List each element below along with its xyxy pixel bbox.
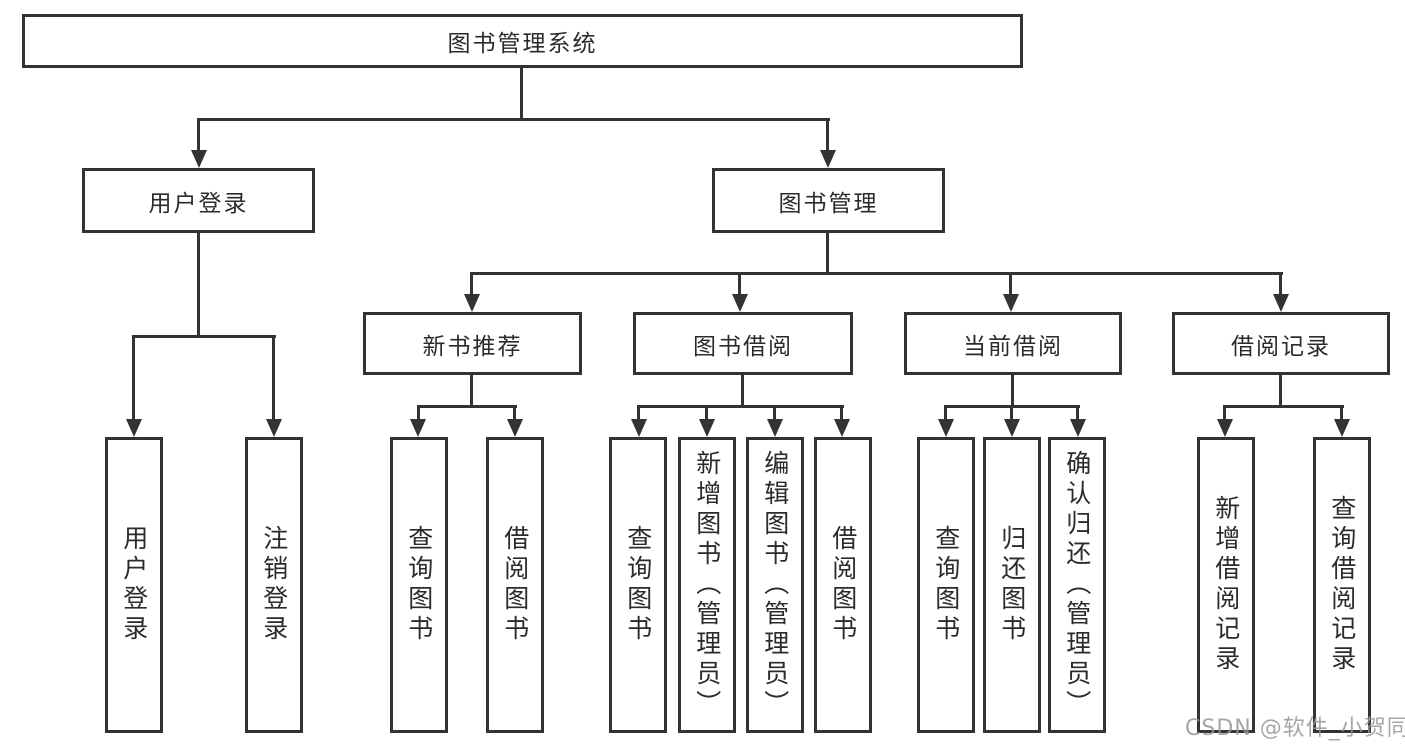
leaf-edit-book-admin: 编辑图书（管理员） <box>746 437 804 733</box>
connector-hline <box>637 405 844 408</box>
connector-hline <box>197 118 830 121</box>
connector-vline <box>738 272 741 294</box>
connector-vline <box>132 335 135 419</box>
node-label: 借阅图书 <box>500 525 530 645</box>
connector-vline <box>1279 375 1282 405</box>
arrow-down-icon <box>732 294 748 312</box>
node-borrow-record: 借阅记录 <box>1172 312 1390 375</box>
connector-vline <box>272 335 275 419</box>
connector-vline <box>1076 405 1079 419</box>
leaf-query-book-3: 查询图书 <box>917 437 975 733</box>
arrow-down-icon <box>507 419 523 437</box>
node-label: 查询图书 <box>931 525 961 645</box>
node-label: 借阅图书 <box>828 525 858 645</box>
arrow-down-icon <box>820 150 836 168</box>
connector-hline <box>417 405 517 408</box>
arrow-down-icon <box>1334 419 1350 437</box>
connector-vline <box>520 68 523 118</box>
connector-vline <box>1223 405 1226 419</box>
node-current-borrow: 当前借阅 <box>904 312 1122 375</box>
node-label: 注销登录 <box>259 525 289 645</box>
node-book-borrow: 图书借阅 <box>633 312 853 375</box>
arrow-down-icon <box>767 419 783 437</box>
connector-hline <box>470 272 1283 275</box>
node-label: 归还图书 <box>997 525 1027 645</box>
arrow-down-icon <box>1273 294 1289 312</box>
leaf-confirm-return-admin: 确认归还（管理员） <box>1048 437 1106 733</box>
node-label: 用户登录 <box>148 190 249 217</box>
node-new-book-recommend: 新书推荐 <box>363 312 582 375</box>
node-label: 图书借阅 <box>693 333 793 360</box>
node-label: 图书管理 <box>778 190 879 217</box>
arrow-down-icon <box>464 294 480 312</box>
connector-vline <box>417 405 420 419</box>
leaf-query-book-2: 查询图书 <box>609 437 667 733</box>
connector-vline <box>840 405 843 419</box>
node-label: 新增图书（管理员） <box>692 450 722 720</box>
node-label: 图书管理系统 <box>447 31 598 57</box>
connector-vline <box>1009 272 1012 294</box>
connector-vline <box>513 405 516 419</box>
connector-vline <box>470 375 473 405</box>
arrow-down-icon <box>1003 294 1019 312</box>
leaf-user-login: 用户登录 <box>105 437 163 733</box>
node-label: 用户登录 <box>119 525 149 645</box>
arrow-down-icon <box>191 150 207 168</box>
node-label: 借阅记录 <box>1231 333 1331 360</box>
node-user-login: 用户登录 <box>82 168 315 233</box>
node-label: 编辑图书（管理员） <box>760 450 790 720</box>
connector-vline <box>470 272 473 294</box>
arrow-down-icon <box>1070 419 1086 437</box>
connector-vline <box>773 405 776 419</box>
leaf-return-book: 归还图书 <box>983 437 1041 733</box>
arrow-down-icon <box>631 419 647 437</box>
leaf-query-borrow-record: 查询借阅记录 <box>1313 437 1371 733</box>
node-book-management: 图书管理 <box>712 168 945 233</box>
leaf-borrow-book-1: 借阅图书 <box>486 437 544 733</box>
node-root: 图书管理系统 <box>22 14 1023 68</box>
node-label: 查询借阅记录 <box>1327 495 1357 675</box>
leaf-add-book-admin: 新增图书（管理员） <box>678 437 736 733</box>
node-label: 查询图书 <box>404 525 434 645</box>
connector-vline <box>826 118 829 150</box>
connector-vline <box>1010 405 1013 419</box>
connector-vline <box>637 405 640 419</box>
connector-hline <box>132 335 276 338</box>
leaf-logout: 注销登录 <box>245 437 303 733</box>
leaf-borrow-book-2: 借阅图书 <box>814 437 872 733</box>
node-label: 新增借阅记录 <box>1211 495 1241 675</box>
node-label: 查询图书 <box>623 525 653 645</box>
connector-vline <box>197 118 200 150</box>
csdn-watermark: CSDN @软件_小贺同学 <box>1185 716 1405 741</box>
connector-vline <box>1011 375 1014 405</box>
node-label: 确认归还（管理员） <box>1062 450 1092 720</box>
connector-hline <box>1223 405 1344 408</box>
node-label: 当前借阅 <box>963 333 1063 360</box>
leaf-add-borrow-record: 新增借阅记录 <box>1197 437 1255 733</box>
connector-vline <box>1279 272 1282 294</box>
arrow-down-icon <box>126 419 142 437</box>
node-label: 新书推荐 <box>422 333 523 360</box>
arrow-down-icon <box>938 419 954 437</box>
arrow-down-icon <box>1004 419 1020 437</box>
arrow-down-icon <box>699 419 715 437</box>
arrow-down-icon <box>834 419 850 437</box>
connector-vline <box>944 405 947 419</box>
arrow-down-icon <box>266 419 282 437</box>
connector-vline <box>197 233 200 335</box>
connector-vline <box>741 375 744 405</box>
connector-vline <box>826 233 829 272</box>
arrow-down-icon <box>410 419 426 437</box>
connector-vline <box>1340 405 1343 419</box>
connector-vline <box>705 405 708 419</box>
arrow-down-icon <box>1217 419 1233 437</box>
leaf-query-book-1: 查询图书 <box>390 437 448 733</box>
